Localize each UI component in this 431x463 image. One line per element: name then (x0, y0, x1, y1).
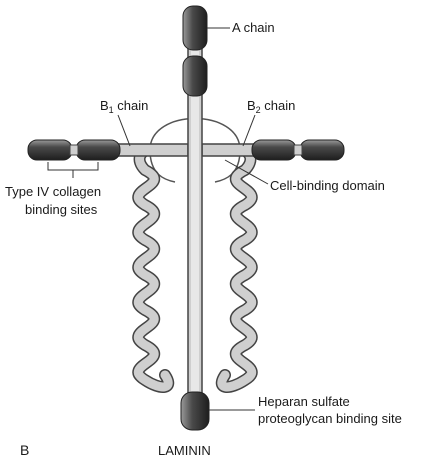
b1-bead-left (28, 140, 72, 160)
cell-binding-label: Cell-binding domain (270, 178, 385, 193)
collagen-bracket (48, 162, 98, 178)
b2-arm (202, 140, 344, 160)
diagram-caption: LAMININ (158, 443, 211, 458)
panel-letter: B (20, 442, 29, 458)
b1-bead-right (76, 140, 120, 160)
b1-chain-label: B1 chain (100, 98, 148, 115)
b2-chain-leader (243, 115, 255, 146)
b2-bead-right (300, 140, 344, 160)
a-chain-rod (181, 6, 209, 430)
heparan-label-line1: Heparan sulfate (258, 394, 350, 409)
heparan-label-line2: proteoglycan binding site (258, 411, 402, 426)
a-chain-second-bead (183, 56, 207, 96)
b2-bead-left (252, 140, 296, 160)
b1-arm (28, 140, 188, 160)
b2-chain-label: B2 chain (247, 98, 295, 115)
collagen-label-line1: Type IV collagen (5, 184, 101, 199)
collagen-label-line2: binding sites (25, 202, 98, 217)
b1-chain-leader (118, 115, 130, 146)
b1-coiled-coil (138, 150, 185, 387)
a-chain-label: A chain (232, 20, 275, 35)
a-chain-bottom-bead (181, 392, 209, 430)
b2-coiled-coil (205, 150, 252, 387)
a-chain-top-bead (183, 6, 207, 50)
